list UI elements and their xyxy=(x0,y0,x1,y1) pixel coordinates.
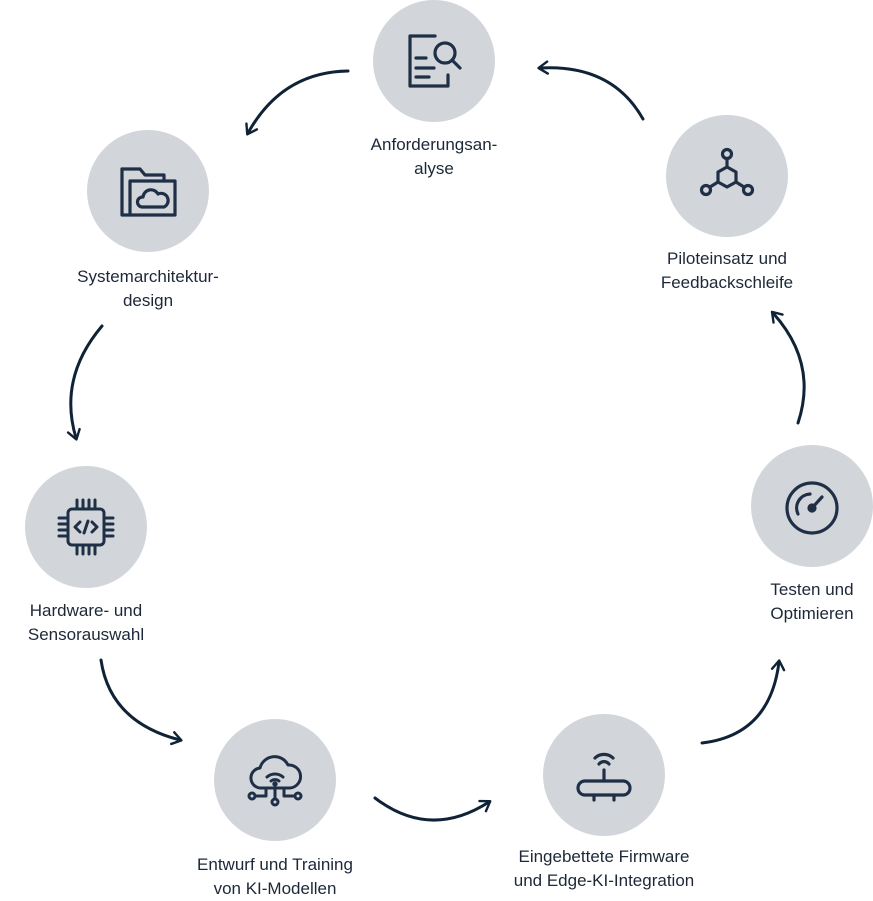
step-circle xyxy=(214,719,336,841)
arrow-5-to-6 xyxy=(700,659,786,745)
cloud-network-icon xyxy=(247,755,303,807)
chip-code-icon xyxy=(57,498,115,556)
step-label-line: Systemarchitektur- xyxy=(77,267,219,286)
step-label: Anforderungsan- alyse xyxy=(314,133,554,181)
step-label: Hardware- und Sensorauswahl xyxy=(0,599,206,647)
step-label-line: Anforderungsan- xyxy=(370,135,498,154)
arrow-7-to-1 xyxy=(537,60,645,121)
step-circle xyxy=(543,714,665,836)
arrow-3-to-4 xyxy=(99,658,183,746)
arrow-4-to-5 xyxy=(373,796,492,822)
step-label-line: design xyxy=(122,291,174,310)
step-label-line: Entwurf und Training xyxy=(197,855,353,874)
hub-network-icon xyxy=(699,147,755,197)
step-label-line: Eingebettete Firmware xyxy=(518,847,690,866)
step-circle xyxy=(373,0,495,122)
step-label-line: Sensorauswahl xyxy=(27,625,145,644)
step-label-line: Testen und xyxy=(770,580,854,599)
step-label-line: Hardware- und xyxy=(29,601,143,620)
step-circle xyxy=(751,445,873,567)
step-label-line: Optimieren xyxy=(770,604,854,623)
step-label: Testen und Optimieren xyxy=(692,578,873,626)
step-label: Systemarchitektur- design xyxy=(28,265,268,313)
document-search-icon xyxy=(408,34,462,88)
step-label-line: und Edge-KI-Integration xyxy=(513,871,695,890)
folder-cloud-icon xyxy=(120,167,177,217)
arrow-6-to-7 xyxy=(770,310,806,425)
step-label: Entwurf und Training von KI-Modellen xyxy=(155,853,395,901)
arrow-2-to-3 xyxy=(66,324,104,441)
step-label: Eingebettete Firmware und Edge-KI-Integr… xyxy=(484,845,724,893)
step-circle xyxy=(87,130,209,252)
step-label-line: Piloteinsatz und xyxy=(666,249,788,268)
step-label-line: Feedbackschleife xyxy=(660,273,794,292)
router-wifi-icon xyxy=(576,752,632,802)
step-circle xyxy=(666,115,788,237)
step-label-line: von KI-Modellen xyxy=(213,879,337,898)
step-label-line: alyse xyxy=(414,159,454,178)
step-circle xyxy=(25,466,147,588)
arrow-1-to-2 xyxy=(245,69,350,136)
gauge-icon xyxy=(785,481,839,535)
step-label: Piloteinsatz und Feedbackschleife xyxy=(607,247,847,295)
